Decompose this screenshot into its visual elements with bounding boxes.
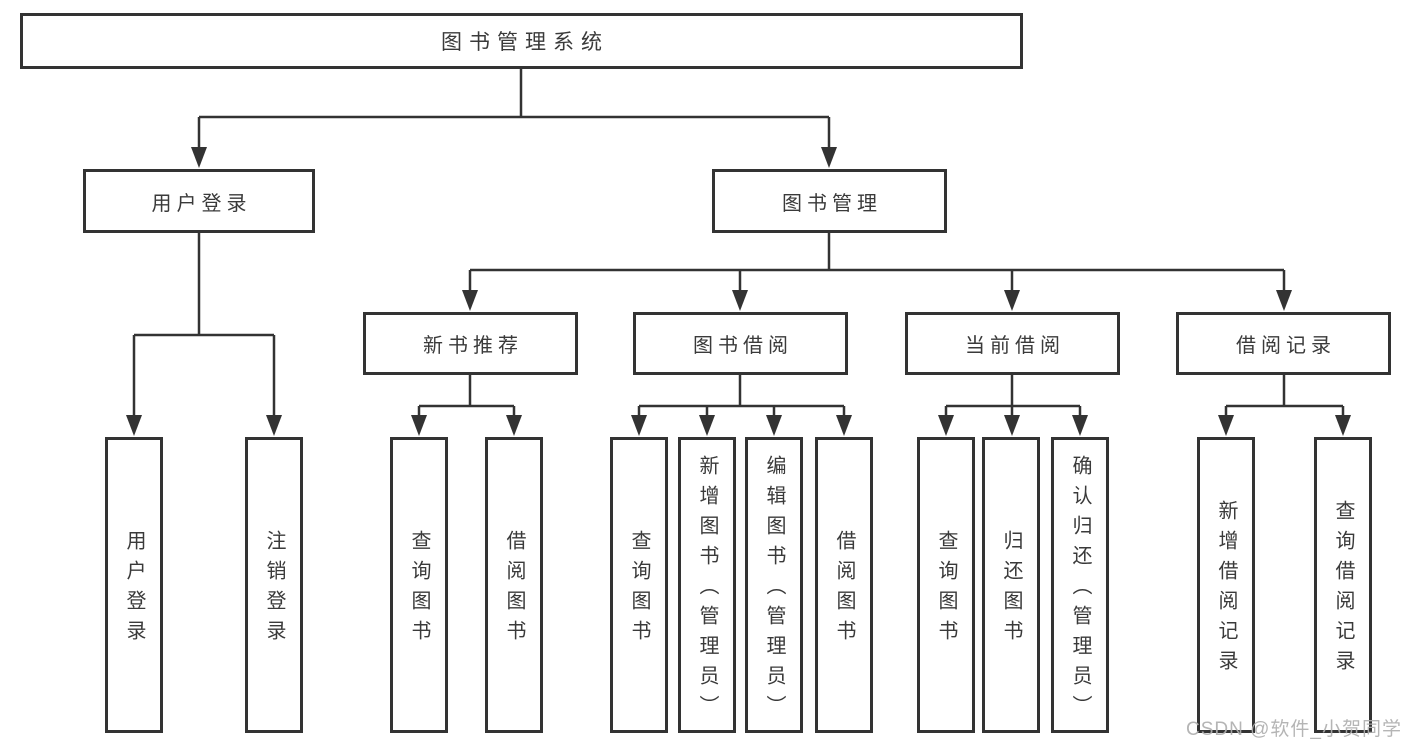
arrowhead [938,415,954,436]
arrowhead [1004,290,1020,311]
leaf-confirm-return-admin: 确认归还（管理员） [1051,437,1109,733]
node-root: 图书管理系统 [20,13,1023,69]
arrowhead [699,415,715,436]
arrowhead [462,290,478,311]
leaf-query-borrow-record: 查询借阅记录 [1314,437,1372,733]
leaf-borrow-books-recommend: 借阅图书 [485,437,543,733]
arrowhead [732,290,748,311]
leaf-query-books-current: 查询图书 [917,437,975,733]
arrowhead [266,415,282,436]
leaf-return-book: 归还图书 [982,437,1040,733]
leaf-query-books-borrow: 查询图书 [610,437,668,733]
node-book-management: 图书管理 [712,169,947,233]
arrowhead [1218,415,1234,436]
connector-path [132,69,1345,419]
leaf-logout: 注销登录 [245,437,303,733]
arrowhead [631,415,647,436]
watermark-text: CSDN @软件_小贺同学 [1186,719,1402,740]
leaf-user-login: 用户登录 [105,437,163,733]
arrowhead [191,147,207,168]
node-borrow-records: 借阅记录 [1176,312,1391,375]
arrowhead [411,415,427,436]
node-user-login: 用户登录 [83,169,315,233]
node-current-borrow: 当前借阅 [905,312,1120,375]
arrowhead [1276,290,1292,311]
leaf-query-books-recommend: 查询图书 [390,437,448,733]
node-book-borrow: 图书借阅 [633,312,848,375]
arrowhead [766,415,782,436]
leaf-add-book-admin: 新增图书（管理员） [678,437,736,733]
leaf-borrow-books: 借阅图书 [815,437,873,733]
node-new-book-recommend: 新书推荐 [363,312,578,375]
arrowhead [836,415,852,436]
arrowhead [1072,415,1088,436]
arrowhead [126,415,142,436]
leaf-add-borrow-record: 新增借阅记录 [1197,437,1255,733]
arrowhead [506,415,522,436]
arrowhead [1004,415,1020,436]
leaf-edit-book-admin: 编辑图书（管理员） [745,437,803,733]
arrowhead [821,147,837,168]
arrowhead [1335,415,1351,436]
